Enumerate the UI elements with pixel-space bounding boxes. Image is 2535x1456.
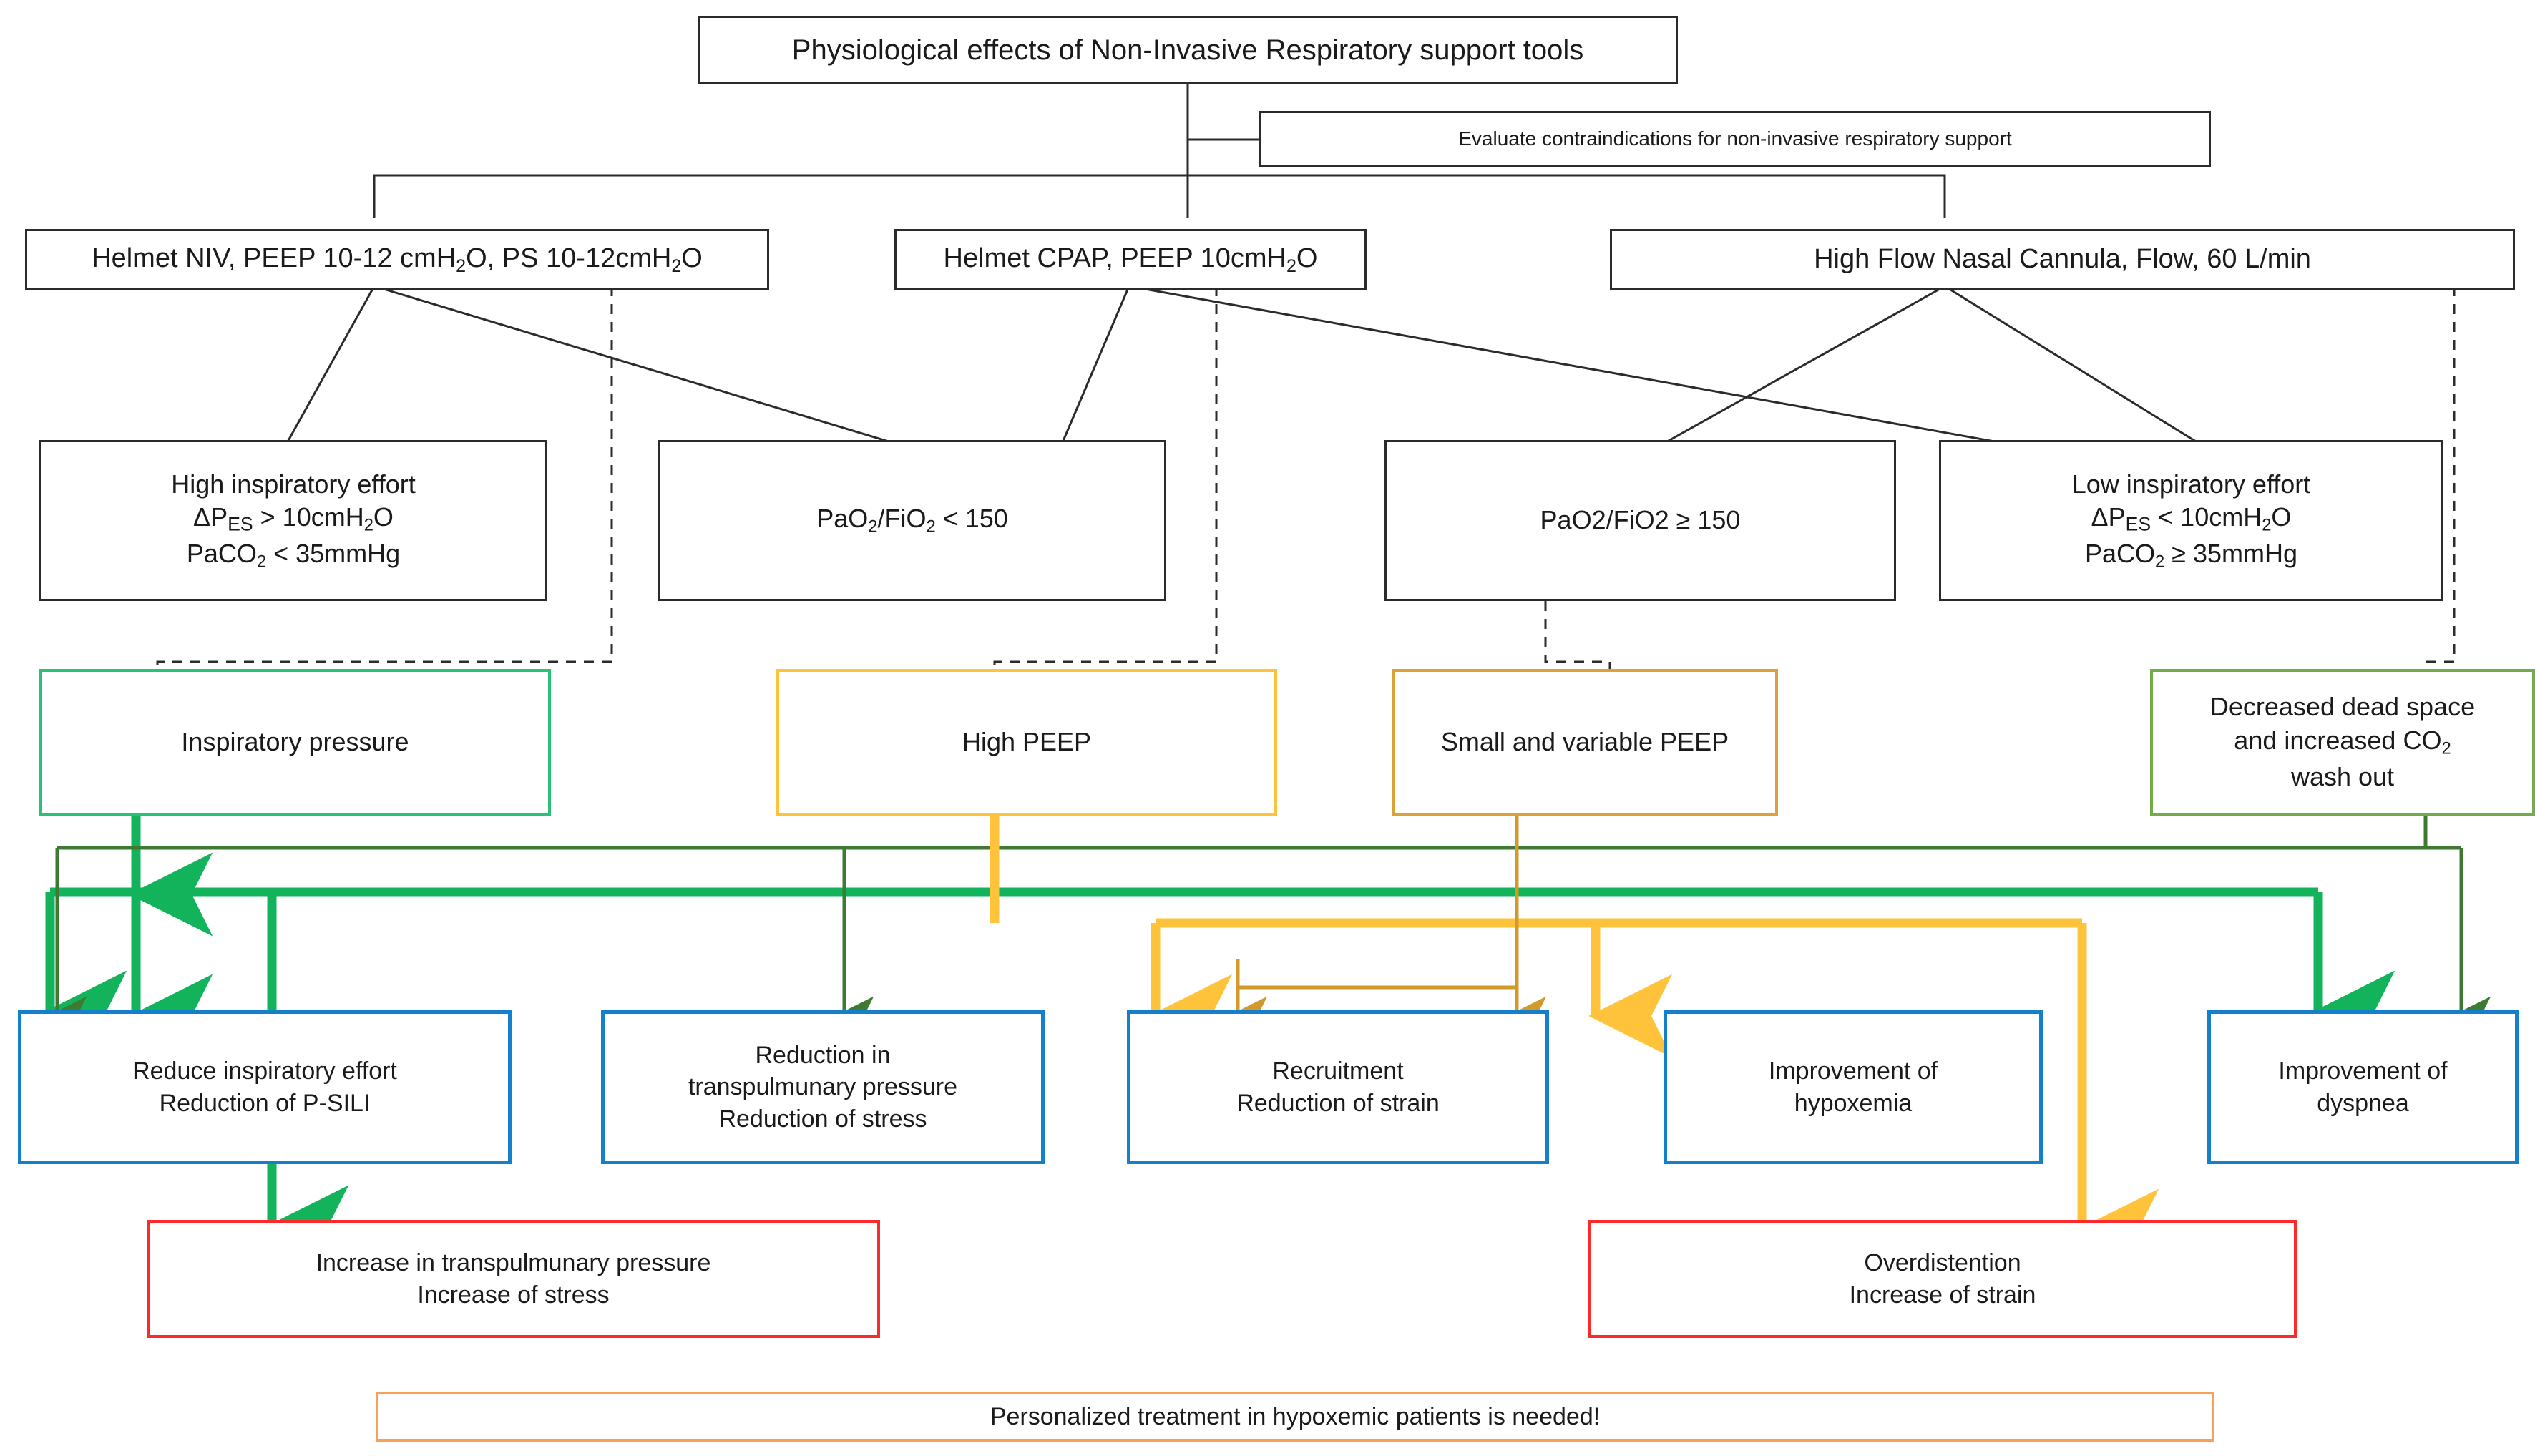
modality-label: Helmet NIV, PEEP 10-12 cmH2O, PS 10-12cm…: [92, 243, 703, 276]
mechanism-box-small-variable-peep: Small and variable PEEP: [1392, 669, 1778, 816]
modality-label: High Flow Nasal Cannula, Flow, 60 L/min: [1814, 243, 2311, 274]
dark-green-arrowheads: [54, 959, 2491, 1029]
modality-box-hfnc: High Flow Nasal Cannula, Flow, 60 L/min: [1610, 229, 2515, 290]
title-box: Physiological effects of Non-Invasive Re…: [698, 16, 1678, 84]
note-box: Evaluate contraindications for non-invas…: [1259, 111, 2211, 167]
criteria-label: PaO2/FiO2 ≥ 150: [1540, 505, 1741, 535]
mechanism-box-inspiratory-pressure: Inspiratory pressure: [39, 669, 551, 816]
criteria-box-pf-ge-150: PaO2/FiO2 ≥ 150: [1384, 440, 1896, 601]
modality-box-helmet-niv: Helmet NIV, PEEP 10-12 cmH2O, PS 10-12cm…: [25, 229, 769, 290]
note-box-label: Evaluate contraindications for non-invas…: [1458, 127, 2012, 150]
title-box-label: Physiological effects of Non-Invasive Re…: [791, 34, 1584, 66]
criteria-box-pf-lt-150: PaO2/FiO2 < 150: [658, 440, 1166, 601]
modality-box-helmet-cpap: Helmet CPAP, PEEP 10cmH2O: [894, 229, 1367, 290]
dark-green-connectors: [55, 816, 2463, 1005]
tan-arrowheads: [1235, 959, 1547, 1029]
banner-box: Personalized treatment in hypoxemic pati…: [376, 1392, 2214, 1442]
banner-label: Personalized treatment in hypoxemic pati…: [990, 1402, 1601, 1430]
criteria-label: PaO2/FiO2 < 150: [816, 504, 1008, 537]
mechanism-label: Small and variable PEEP: [1440, 727, 1729, 757]
modality-label: Helmet CPAP, PEEP 10cmH2O: [943, 243, 1318, 276]
mechanism-label: Inspiratory pressure: [181, 727, 409, 757]
mechanism-label: High PEEP: [962, 727, 1092, 757]
mechanism-box-high-peep: High PEEP: [776, 669, 1277, 816]
tan-connectors: [1236, 816, 1519, 1005]
